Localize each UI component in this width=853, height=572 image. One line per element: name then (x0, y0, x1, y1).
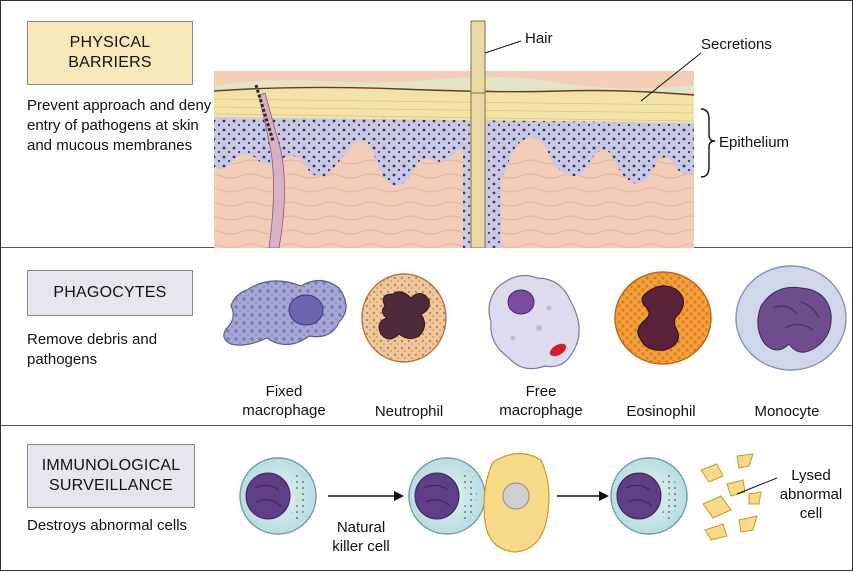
physical-barriers-panel: PHYSICAL BARRIERS Prevent approach and d… (1, 1, 853, 248)
caption-monocyte: Monocyte (737, 402, 837, 421)
eosinophil-cell (615, 272, 711, 364)
abnormal-cell (484, 453, 549, 552)
nk-cell-1 (240, 458, 316, 534)
caption-neutrophil: Neutrophil (364, 402, 454, 421)
immunological-surveillance-panel: IMMUNOLOGICAL SURVEILLANCE Destroys abno… (1, 426, 853, 572)
callout-hair: Hair (525, 29, 553, 48)
nk-cell-2 (409, 458, 485, 534)
nk-cell-3 (611, 458, 687, 534)
free-macrophage-cell (489, 276, 579, 369)
monocyte-cell (736, 266, 846, 370)
phagocyte-cells-illustration (1, 248, 853, 426)
nk-cell-illustration (1, 426, 853, 572)
caption-free-macrophage: Free macrophage (486, 382, 596, 420)
lysed-cell-fragments (701, 454, 761, 540)
caption-lysed-abnormal-cell: Lysed abnormal cell (771, 466, 851, 523)
fixed-macrophage-cell (224, 280, 346, 345)
caption-natural-killer-cell: Natural killer cell (311, 518, 411, 556)
callout-secretions: Secretions (701, 35, 772, 54)
neutrophil-cell (362, 274, 446, 362)
caption-eosinophil: Eosinophil (611, 402, 711, 421)
caption-fixed-macrophage: Fixed macrophage (234, 382, 334, 420)
phagocytes-panel: PHAGOCYTES Remove debris and pathogens (1, 248, 853, 426)
callout-epithelium: Epithelium (719, 133, 789, 152)
